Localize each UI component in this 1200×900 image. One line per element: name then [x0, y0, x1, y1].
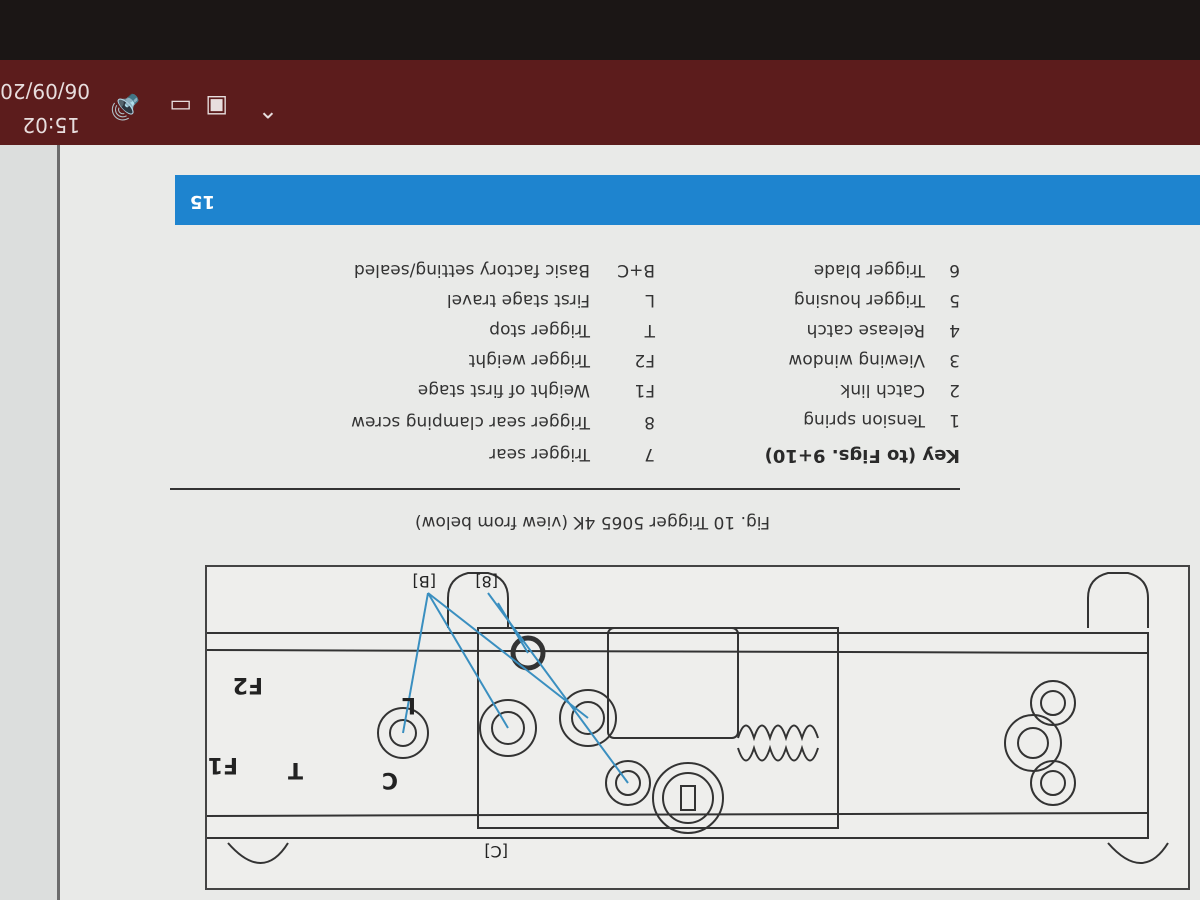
label-t: T: [288, 757, 303, 782]
key-item: 8 Trigger sear clamping screw: [351, 412, 655, 432]
trigger-drawing: [C] [B] [8] F1 F2 T C L: [202, 572, 1169, 864]
key-code: L: [645, 290, 655, 310]
key-item: 6 Trigger blade: [814, 260, 960, 280]
key-item: 7 Trigger sear: [489, 444, 655, 464]
monitor-bezel: [0, 0, 1200, 60]
key-code: B+C: [617, 260, 655, 280]
taskbar: ⌃ ▣ ▭ 🔊 15:02 06/09/20: [0, 60, 1200, 145]
callout-lines: [402, 592, 629, 784]
key-label: First stage travel: [446, 290, 590, 310]
key-title: Key (to Figs. 9+10): [764, 445, 960, 466]
key-code: F1: [634, 380, 655, 400]
key-label: Release catch: [806, 320, 925, 340]
key-code: 7: [644, 444, 655, 464]
key-item: 4 Release catch: [807, 320, 960, 340]
key-code: 6: [949, 260, 960, 280]
network-icon[interactable]: ▣: [205, 93, 228, 121]
key-label: Trigger blade: [813, 260, 925, 280]
battery-icon[interactable]: ▭: [169, 93, 192, 121]
key-item: F2 Trigger weight: [469, 350, 655, 370]
key-code: 3: [949, 350, 960, 370]
clock-time[interactable]: 15:02: [22, 113, 80, 137]
key-item: 5 Trigger housing: [794, 290, 960, 310]
key-label: Tension spring: [803, 410, 925, 430]
key-code: 4: [949, 320, 960, 340]
post: [447, 572, 509, 628]
key-item: B+C Basic factory setting/sealed: [354, 260, 655, 280]
callout-b: [B]: [413, 572, 436, 591]
chevron-up-icon[interactable]: ⌃: [257, 95, 278, 123]
key-item: 1 Tension spring: [803, 410, 960, 430]
callout-8: [8]: [475, 572, 498, 591]
key-label: Trigger sear clamping screw: [351, 412, 590, 432]
key-code: F2: [634, 350, 655, 370]
key-code: 5: [949, 290, 960, 310]
tension-spring-icon: [737, 724, 819, 762]
key-item: 2 Catch link: [840, 380, 960, 400]
key-item: F1 Weight of first stage: [418, 380, 655, 400]
key-label: Trigger weight: [468, 350, 590, 370]
label-f2: F2: [233, 672, 263, 697]
key-item: T Trigger stop: [489, 320, 655, 340]
mechanism: [477, 627, 839, 829]
key-item: L First stage travel: [447, 290, 655, 310]
key-code: T: [644, 320, 655, 340]
clock-date[interactable]: 06/09/20: [0, 79, 90, 103]
post: [1087, 572, 1149, 628]
key-code: 2: [949, 380, 960, 400]
key-item: 3 Viewing window: [788, 350, 960, 370]
trigger-diagram: [C] [B] [8] F1 F2 T C L: [202, 565, 1190, 890]
key-label: Trigger sear: [489, 444, 590, 464]
label-l: L: [402, 692, 416, 717]
volume-icon[interactable]: 🔊: [110, 93, 140, 121]
key-label: Trigger stop: [489, 320, 590, 340]
label-f1: F1: [208, 752, 238, 777]
divider: [170, 488, 960, 490]
key-label: Catch link: [840, 380, 925, 400]
callout-c: [C]: [484, 842, 508, 861]
key-code: 1: [949, 410, 960, 430]
foot: [1107, 842, 1169, 864]
foot: [227, 842, 289, 864]
key-label: Basic factory setting/sealed: [353, 260, 590, 280]
page-footer-band: [175, 175, 1200, 225]
label-c: C: [382, 767, 398, 792]
page-number: 15: [189, 191, 215, 212]
key-label: Weight of first stage: [417, 380, 590, 400]
key-code: 8: [644, 412, 655, 432]
key-label: Trigger housing: [793, 290, 925, 310]
figure-caption: Fig. 10 Trigger 5065 4K (view from below…: [414, 512, 770, 532]
page-margin: [0, 145, 60, 900]
key-label: Viewing window: [788, 350, 925, 370]
